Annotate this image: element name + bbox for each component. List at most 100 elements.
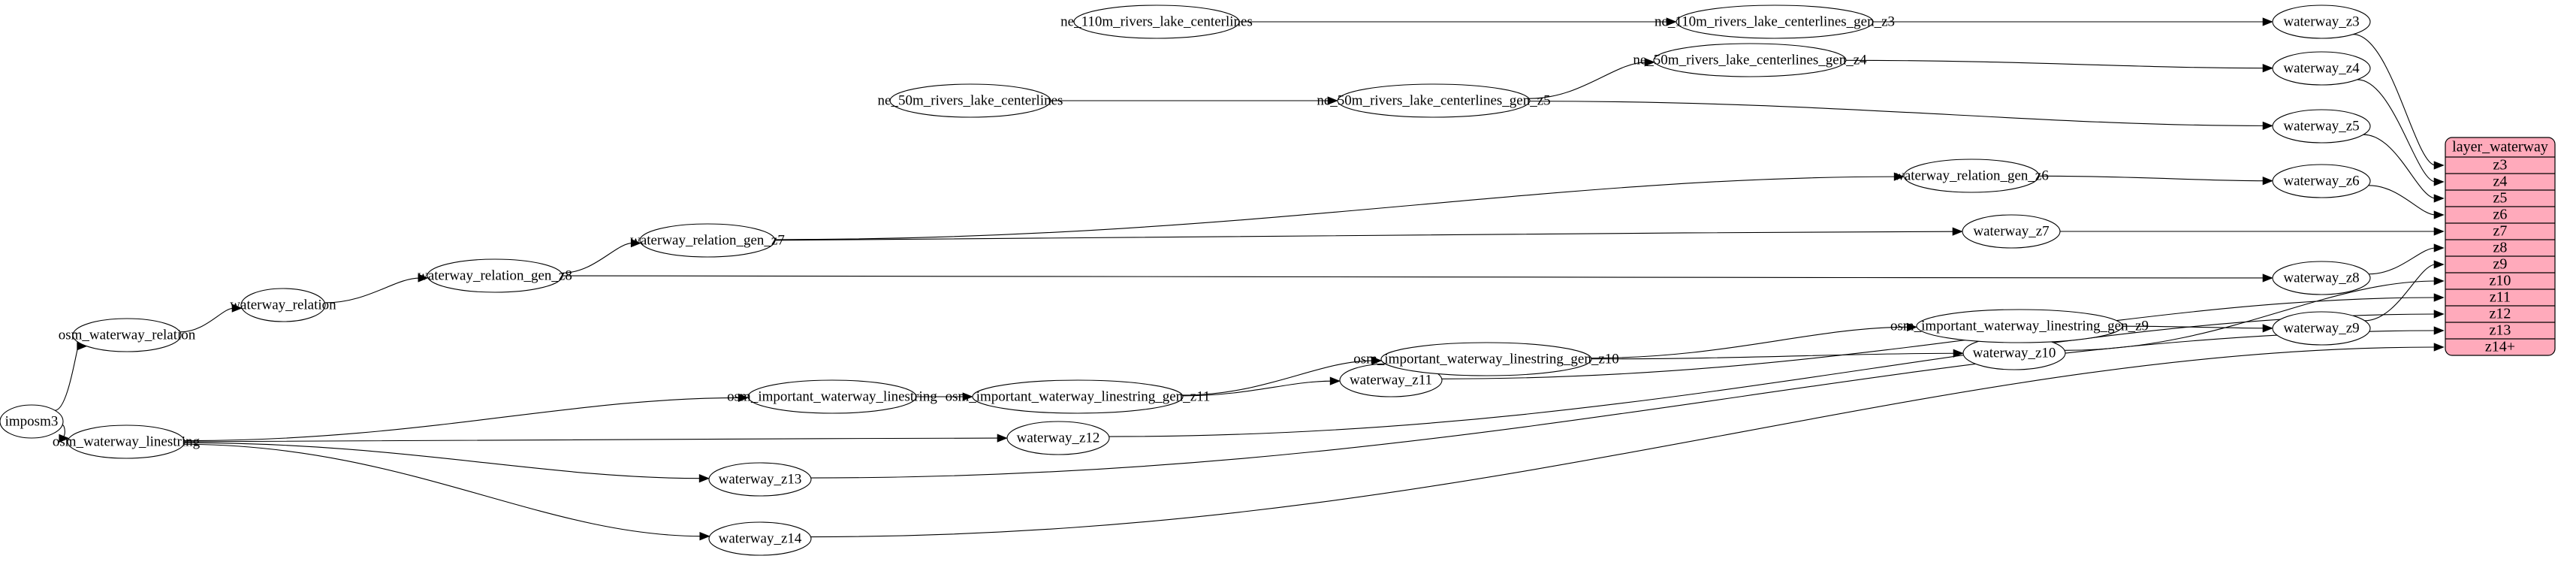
node-ne_110m_rivers_lake_centerlines[interactable]: ne_110m_rivers_lake_centerlines <box>1060 5 1253 39</box>
node-shape[interactable] <box>1903 159 2040 193</box>
edge-imposm3-to-osm_waterway_relation <box>54 346 80 411</box>
edge-waterway_z4-to-layer_waterway-z4 <box>2357 79 2436 183</box>
edge-ne_50m_rivers_lake_centerlines_gen_z4-to-waterway_z4 <box>1845 59 2265 69</box>
edge-arrowhead <box>997 434 1008 443</box>
edge-osm_waterway_linestring-to-osm_important_waterway_linestring <box>184 397 741 442</box>
node-waterway_relation[interactable]: waterway_relation <box>230 288 336 322</box>
node-shape[interactable] <box>1962 214 2061 249</box>
edge-arrowhead <box>1327 96 1338 105</box>
edge-arrowhead <box>2262 177 2273 186</box>
node-ne_110m_rivers_lake_centerlines_gen_z3[interactable]: ne_110m_rivers_lake_centerlines_gen_z3 <box>1654 5 1895 39</box>
node-shape[interactable] <box>72 318 182 352</box>
node-waterway_z14[interactable]: waterway_z14 <box>708 521 812 556</box>
node-ne_50m_rivers_lake_centerlines[interactable]: ne_50m_rivers_lake_centerlines <box>878 83 1063 118</box>
node-imposm3[interactable]: imposm3 <box>0 404 64 439</box>
node-ne_50m_rivers_lake_centerlines_gen_z4[interactable]: ne_50m_rivers_lake_centerlines_gen_z4 <box>1633 43 1867 77</box>
node-shape[interactable] <box>1006 421 1110 455</box>
edge-arrowhead <box>2433 326 2445 335</box>
node-osm_important_waterway_linestring_gen_z11[interactable]: osm_important_waterway_linestring_gen_z1… <box>946 379 1211 414</box>
node-shape[interactable] <box>2272 5 2371 39</box>
edge-waterway_relation_gen_z7-to-waterway_z7 <box>774 231 1955 241</box>
edge-waterway_z3-to-layer_waterway-z3 <box>2353 34 2436 166</box>
edge-waterway_z6-to-layer_waterway-z6 <box>2368 185 2436 216</box>
node-waterway_z13[interactable]: waterway_z13 <box>708 462 812 497</box>
edge-osm_waterway_linestring-to-waterway_z13 <box>184 442 701 479</box>
node-shape[interactable] <box>2272 311 2371 346</box>
node-waterway_z5[interactable]: waterway_z5 <box>2272 109 2371 144</box>
edge-waterway_relation_gen_z6-to-waterway_z6 <box>2038 175 2265 182</box>
edge-arrowhead <box>231 304 243 313</box>
node-osm_important_waterway_linestring_gen_z9[interactable]: osm_important_waterway_linestring_gen_z9 <box>1890 309 2149 343</box>
node-shape[interactable] <box>427 258 563 293</box>
edge-waterway_z13-to-layer_waterway-z13 <box>810 330 2436 479</box>
edge-arrowhead <box>630 238 642 248</box>
edge-arrowhead <box>2262 121 2273 131</box>
node-waterway_z7[interactable]: waterway_z7 <box>1962 214 2061 249</box>
node-waterway_z9[interactable]: waterway_z9 <box>2272 311 2371 346</box>
node-shape[interactable] <box>240 288 326 322</box>
node-waterway_z3[interactable]: waterway_z3 <box>2272 5 2371 39</box>
node-shape[interactable] <box>0 404 64 439</box>
node-shape[interactable] <box>2272 261 2371 295</box>
edge-ne_50m_rivers_lake_centerlines_gen_z5-to-ne_50m_rivers_lake_centerlines_gen_z4 <box>1528 62 1647 99</box>
node-shape[interactable] <box>2272 51 2371 86</box>
edge-osm_important_waterway_linestring_gen_z9-to-waterway_z9 <box>2122 325 2265 329</box>
node-shape[interactable] <box>1653 43 1847 77</box>
node-shape[interactable] <box>2272 164 2371 198</box>
edge-waterway_z12-to-layer_waterway-z12 <box>1109 313 2436 437</box>
node-waterway_relation_gen_z7[interactable]: waterway_relation_gen_z7 <box>630 223 785 258</box>
edge-waterway_z5-to-layer_waterway-z5 <box>2363 134 2436 199</box>
node-shape[interactable] <box>1676 5 1874 39</box>
edge-arrowhead <box>2433 293 2445 302</box>
node-waterway_z4[interactable]: waterway_z4 <box>2272 51 2371 86</box>
node-osm_important_waterway_linestring[interactable]: osm_important_waterway_linestring <box>727 379 937 414</box>
edge-waterway_relation_gen_z7-to-waterway_relation_gen_z6 <box>774 176 1896 240</box>
edge-arrowhead <box>1906 322 1918 332</box>
edge-arrowhead <box>2262 273 2273 282</box>
edge-arrowhead <box>2433 310 2445 319</box>
edge-waterway_z14-to-layer_waterway-z14- <box>810 346 2436 538</box>
node-shape[interactable] <box>2272 109 2371 144</box>
node-shape[interactable] <box>1073 5 1240 39</box>
node-shape[interactable] <box>708 462 812 497</box>
node-waterway_relation_gen_z6[interactable]: waterway_relation_gen_z6 <box>1894 159 2049 193</box>
node-shape[interactable] <box>889 83 1051 118</box>
edge-arrowhead <box>1953 349 1964 358</box>
edge-osm_important_waterway_linestring_gen_z10-to-waterway_z10 <box>1591 352 1956 360</box>
node-waterway_z12[interactable]: waterway_z12 <box>1006 421 1110 455</box>
edge-waterway_relation_gen_z8-to-waterway_relation_gen_z7 <box>561 243 633 273</box>
node-waterway_z8[interactable]: waterway_z8 <box>2272 261 2371 295</box>
node-waterway_relation_gen_z8[interactable]: waterway_relation_gen_z8 <box>418 258 572 293</box>
node-shape[interactable] <box>972 379 1184 414</box>
edge-waterway_z10-to-layer_waterway-z10 <box>2065 280 2436 351</box>
node-shape[interactable] <box>708 521 812 556</box>
edge-osm_important_waterway_linestring_gen_z11-to-osm_important_waterway_linestring_gen_z10 <box>1182 360 1374 396</box>
edge-arrowhead <box>2433 177 2445 186</box>
edge-arrowhead <box>1893 172 1905 181</box>
node-shape[interactable] <box>1337 83 1531 118</box>
node-osm_waterway_linestring[interactable]: osm_waterway_linestring <box>53 425 201 459</box>
edge-arrowhead <box>1644 58 1655 67</box>
edge-ne_50m_rivers_lake_centerlines_gen_z5-to-waterway_z5 <box>1529 101 2265 126</box>
edge-arrowhead <box>1666 17 1677 26</box>
edge-arrowhead <box>1952 227 1963 236</box>
edge-osm_waterway_linestring-to-waterway_z14 <box>184 443 701 537</box>
edge-arrowhead <box>2433 161 2445 170</box>
node-shape[interactable] <box>639 223 776 258</box>
edge-waterway_z8-to-layer_waterway-z8 <box>2369 247 2436 275</box>
edge-arrowhead <box>2262 64 2273 73</box>
node-shape[interactable] <box>67 425 186 459</box>
node-waterway_z6[interactable]: waterway_z6 <box>2272 164 2371 198</box>
edge-arrowhead <box>2433 343 2445 352</box>
edge-arrowhead <box>698 474 710 483</box>
edge-arrowhead <box>962 392 973 401</box>
record-node-body <box>2445 137 2556 356</box>
node-ne_50m_rivers_lake_centerlines_gen_z5[interactable]: ne_50m_rivers_lake_centerlines_gen_z5 <box>1317 83 1551 118</box>
node-shape[interactable] <box>1916 309 2123 343</box>
node-shape[interactable] <box>747 379 917 414</box>
edge-osm_important_waterway_linestring_gen_z11-to-waterway_z11 <box>1182 380 1332 397</box>
edges-layer <box>54 17 2445 541</box>
node-shape[interactable] <box>1380 342 1592 376</box>
